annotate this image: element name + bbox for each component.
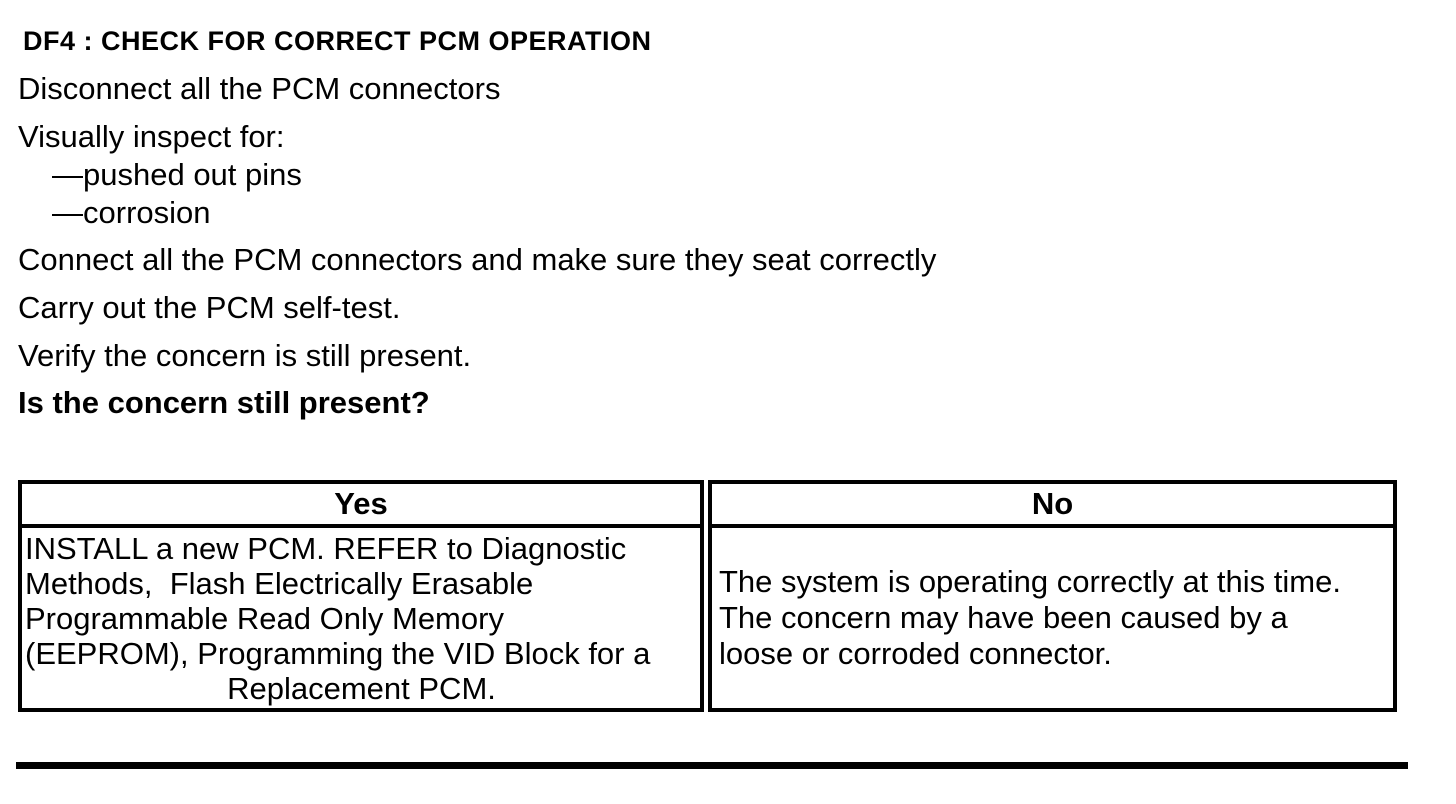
page-title: DF4 : CHECK FOR CORRECT PCM OPERATION: [23, 26, 652, 56]
inspect-bullet-pushed-out-pins: —pushed out pins: [52, 157, 302, 192]
yes-action-line: Replacement PCM.: [227, 671, 496, 706]
yes-column-header: Yes: [22, 484, 700, 528]
no-action-line: The system is operating correctly at thi…: [719, 564, 1341, 599]
procedure-step-disconnect: Disconnect all the PCM connectors: [18, 71, 501, 106]
procedure-step-verify: Verify the concern is still present.: [18, 338, 472, 373]
yes-column: Yes INSTALL a new PCM. REFER to Diagnost…: [18, 480, 704, 712]
results-table: Yes INSTALL a new PCM. REFER to Diagnost…: [18, 480, 1397, 712]
yes-action-line: INSTALL a new PCM. REFER to Diagnostic: [25, 531, 627, 566]
no-column-action: The system is operating correctly at thi…: [712, 528, 1393, 708]
procedure-step-connect: Connect all the PCM connectors and make …: [18, 242, 937, 277]
no-action-line: The concern may have been caused by a: [719, 600, 1288, 635]
procedure-question: Is the concern still present?: [18, 385, 430, 420]
no-column: No The system is operating correctly at …: [708, 480, 1397, 712]
no-action-line: loose or corroded connector.: [719, 636, 1112, 671]
yes-action-line: (EEPROM), Programming the VID Block for …: [25, 636, 651, 671]
yes-action-line: Methods, Flash Electrically Erasable: [25, 566, 534, 601]
inspect-bullet-corrosion: —corrosion: [52, 195, 211, 230]
yes-column-action: INSTALL a new PCM. REFER to Diagnostic M…: [22, 528, 700, 708]
procedure-step-self-test: Carry out the PCM self-test.: [18, 290, 401, 325]
procedure-step-inspect: Visually inspect for:: [18, 119, 285, 154]
page-bottom-rule: [16, 762, 1408, 769]
yes-action-line: Programmable Read Only Memory: [25, 601, 504, 636]
no-column-header: No: [712, 484, 1393, 528]
